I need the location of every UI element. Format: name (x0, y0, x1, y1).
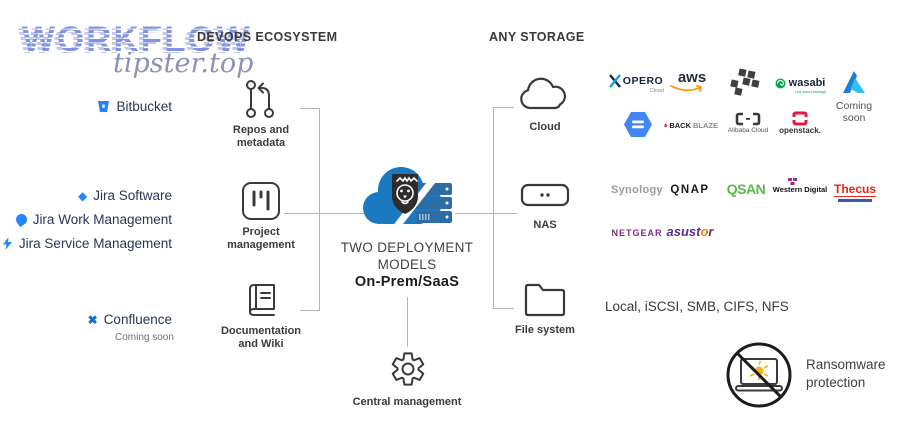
product-jira-service-management: Jira Service Management (2, 236, 172, 251)
backblaze-flame-icon (664, 123, 667, 128)
storage-cloud-icon (520, 77, 566, 110)
logo-xopero: OPERO Cloud (608, 74, 664, 94)
watermark-title: WORKFLOW (22, 20, 252, 59)
deployment-title-line1: TWO DEPLOYMENT (340, 240, 474, 255)
alibaba-brackets-icon (735, 112, 761, 126)
deployment-title-line3: On-Prem/SaaS (354, 274, 460, 290)
storage-cloud-label: Cloud (529, 121, 561, 133)
wasabi-icon (775, 78, 786, 88)
product-label: Confluence (103, 312, 172, 327)
connector-left-to-cloud (284, 213, 364, 214)
product-bitbucket: Bitbucket (97, 99, 172, 114)
lion-shield (392, 174, 418, 214)
project-management-icon (242, 182, 280, 220)
project-label: Project management (227, 226, 295, 251)
connector-left-bottom (300, 310, 320, 311)
logo-netgear: NETGEAR (611, 228, 663, 238)
confluence-coming-soon: Coming soon (115, 332, 174, 343)
any-storage-heading: ANY STORAGE (489, 30, 585, 44)
logo-alibaba-cloud: Alibaba Cloud (726, 112, 770, 134)
thecus-subline (838, 199, 872, 202)
jira-work-icon (13, 211, 29, 228)
logo-qnap: QNAP (670, 184, 710, 196)
repos-label: Repos and metadata (232, 124, 290, 149)
watermark-logo: WORKFLOW WORKFLOW (18, 20, 282, 66)
product-label: Jira Service Management (18, 236, 172, 251)
logo-wasabi: wasabi hot cloud storage (770, 77, 830, 94)
watermark-title-ghost: WORKFLOW (18, 22, 248, 61)
product-confluence: ✖ Confluence (88, 312, 172, 327)
gear-icon (391, 352, 425, 386)
connector-left-vertical (319, 108, 320, 311)
logo-aws: aws (670, 70, 714, 93)
logo-qsan: QSAN (726, 181, 766, 197)
jira-software-icon: ◆ (77, 188, 88, 203)
product-label: Jira Work Management (32, 212, 172, 227)
logo-s3-cubes (730, 68, 760, 96)
nas-label: NAS (533, 219, 557, 231)
ransomware-protection-icon (726, 342, 792, 408)
file-system-icon (524, 283, 566, 317)
logo-thecus: Thecus (832, 180, 878, 202)
connector-right-vertical (493, 107, 494, 309)
docs-label: Documentation and Wiki (220, 325, 302, 350)
nas-icon (520, 183, 570, 207)
product-label: Bitbucket (116, 99, 172, 114)
connector-left-top (300, 108, 320, 109)
connector-cloud-to-nas (455, 213, 517, 214)
logo-azure (843, 71, 865, 93)
confluence-icon: ✖ (87, 312, 98, 327)
watermark-subtitle: tipster.top (113, 48, 254, 79)
bitbucket-icon (98, 101, 110, 112)
logo-synology: Synology (611, 184, 663, 196)
file-system-label: File system (515, 324, 575, 336)
aws-smile (670, 85, 702, 92)
documentation-icon (249, 284, 275, 316)
central-management-label: Central management (352, 396, 462, 408)
deployment-cloud-icon (363, 167, 452, 234)
logo-openstack: openstack. (778, 111, 822, 135)
openstack-icon (792, 111, 808, 126)
product-jira-work-management: Jira Work Management (13, 211, 172, 228)
protocols-text: Local, iSCSI, SMB, CIFS, NFS (605, 299, 789, 314)
git-branch-icon (246, 80, 274, 118)
wd-mark (788, 178, 797, 185)
ransomware-protection-label: Ransomware protection (806, 357, 886, 390)
connector-to-gear (407, 297, 408, 347)
connector-right-bottom (493, 308, 514, 309)
logo-western-digital: Western Digital (772, 178, 828, 194)
xopero-icon (608, 74, 621, 88)
connector-right-top (493, 107, 514, 108)
azure-coming-soon: Coming soon (835, 100, 873, 124)
product-label: Jira Software (93, 188, 172, 203)
devops-ecosystem-heading: DEVOPS ECOSYSTEM (197, 30, 338, 44)
product-jira-software: ◆ Jira Software (78, 188, 172, 203)
deployment-title-line2: MODELS (377, 257, 437, 272)
logo-asustor: asustor (666, 224, 714, 239)
jira-service-icon (2, 237, 12, 250)
logo-google-cloud (624, 112, 652, 137)
